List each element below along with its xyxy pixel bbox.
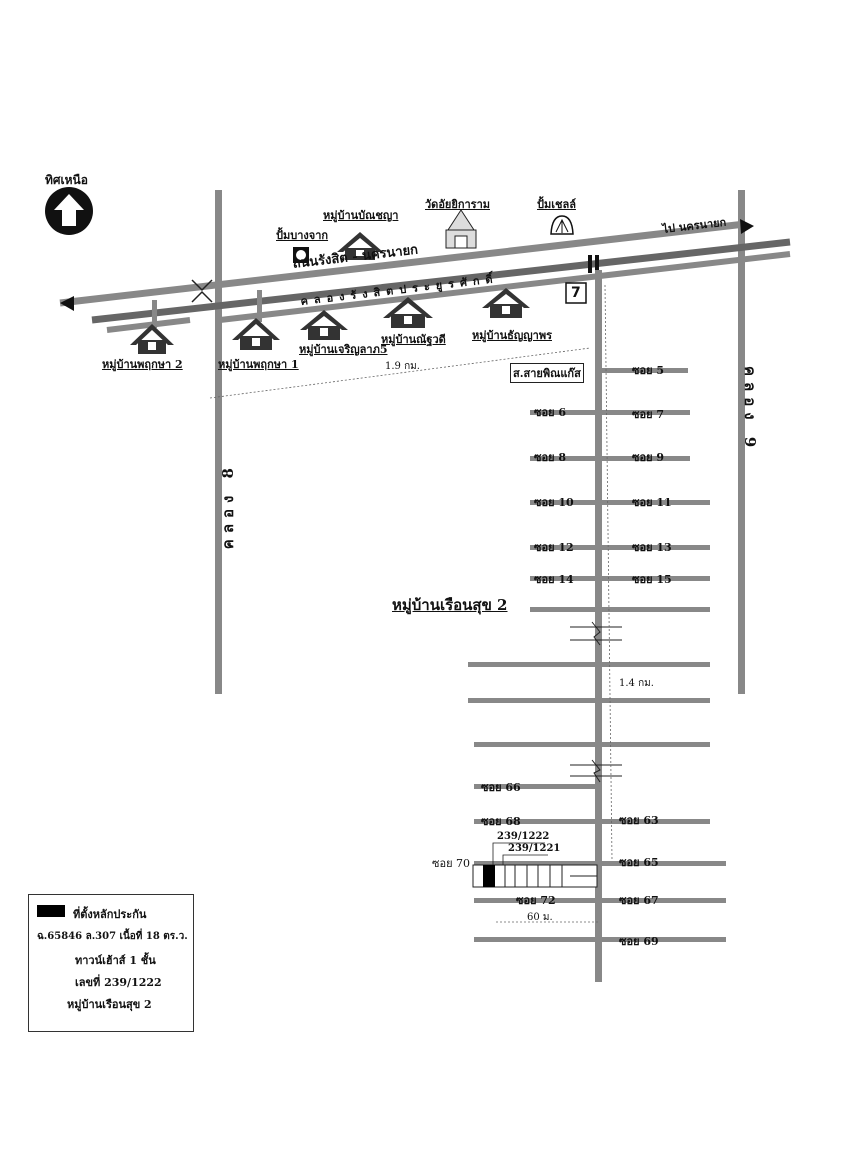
shell-icon bbox=[550, 215, 574, 235]
soi-67-label: ซอย 67 bbox=[619, 894, 659, 907]
plot-leader-2 bbox=[502, 854, 548, 865]
canal-8-label: คลอง 8 bbox=[219, 462, 237, 550]
soi-68-label: ซอย 68 bbox=[481, 815, 521, 828]
legend-swatch bbox=[37, 905, 65, 917]
canal-9-road bbox=[738, 190, 745, 694]
village-banchaya-label: หมู่บ้านบัณชญา bbox=[323, 209, 399, 222]
arrow-east bbox=[740, 219, 754, 234]
canal-9-label: คลอง 9 bbox=[741, 366, 759, 454]
spur-pruksa2 bbox=[152, 300, 157, 328]
arrow-west bbox=[60, 296, 74, 311]
soi-9-label: ซอย 9 bbox=[632, 451, 665, 464]
spur-road-pruksa2 bbox=[106, 317, 191, 333]
distance-2-label: 1.4 กม. bbox=[619, 678, 654, 689]
seven-eleven-label: 7 bbox=[571, 285, 581, 301]
north-label: ทิศเหนือ bbox=[45, 173, 88, 187]
temple-icon bbox=[445, 209, 477, 249]
soi-70-label: ซอย 70 bbox=[432, 857, 471, 870]
north-arrow-icon bbox=[45, 187, 93, 235]
soi-11-label: ซอย 11 bbox=[632, 496, 672, 509]
canal-line bbox=[91, 238, 791, 324]
soi-10-label: ซอย 10 bbox=[534, 496, 574, 509]
lower-road bbox=[219, 251, 791, 323]
break-symbol-1 bbox=[570, 621, 622, 646]
distance-3-label: 60 ม. bbox=[527, 912, 553, 923]
legend-line-3: เลขที่ 239/1222 bbox=[75, 976, 162, 989]
pump-bangchak-label: ปั้มบางจาก bbox=[276, 229, 329, 242]
legend-line-4: หมู่บ้านเรือนสุข 2 bbox=[67, 998, 152, 1011]
soi-13-label: ซอย 13 bbox=[632, 541, 672, 554]
soi-12-label: ซอย 12 bbox=[534, 541, 574, 554]
village-thanyaporn-label: หมู่บ้านธัญญาพร bbox=[472, 329, 552, 342]
soi-8-label: ซอย 8 bbox=[534, 451, 567, 464]
soi-65-label: ซอย 65 bbox=[619, 856, 659, 869]
soi-6-label: ซอย 6 bbox=[534, 406, 567, 419]
soi-14-label: ซอย 14 bbox=[534, 573, 574, 586]
distance-1-label: 1.9 กม. bbox=[385, 361, 420, 372]
plot-leader-1 bbox=[492, 842, 545, 865]
intersection-marker bbox=[191, 279, 213, 303]
soi-66-label: ซอย 66 bbox=[481, 781, 521, 794]
legend-title: ที่ตั้งหลักประกัน bbox=[73, 908, 147, 921]
house-icon bbox=[130, 232, 530, 354]
pump-shell-label: ปั้มเชลล์ bbox=[537, 198, 576, 211]
break-symbol-2 bbox=[570, 759, 622, 783]
soi-5-label: ซอย 5 bbox=[632, 364, 665, 377]
village-chayaruthi-label: หมู่บ้านณัฐวดี bbox=[381, 333, 446, 346]
village-main-label: หมู่บ้านเรือนสุข 2 bbox=[392, 596, 508, 614]
soi-72-label: ซอย 72 bbox=[516, 894, 556, 907]
side-sois bbox=[468, 368, 726, 942]
wat-label: วัดอัยยิการาม bbox=[425, 198, 490, 211]
legend-line-2: ทาวน์เฮ้าส์ 1 ชั้น bbox=[75, 954, 156, 967]
gas-shop-label: ส.สายพิณแก๊ส bbox=[510, 363, 584, 383]
soi-69-label: ซอย 69 bbox=[619, 935, 659, 948]
plot-239-1221-label: 239/1221 bbox=[508, 843, 561, 854]
soi-63-label: ซอย 63 bbox=[619, 814, 659, 827]
bridge-marker-2 bbox=[595, 255, 599, 273]
village-pruksa2-label: หมู่บ้านพฤกษา 2 bbox=[102, 358, 183, 371]
soi-15-label: ซอย 15 bbox=[632, 573, 672, 586]
soi-7-label: ซอย 7 bbox=[632, 408, 665, 421]
main-road bbox=[59, 220, 746, 307]
townhouse-block bbox=[472, 864, 598, 888]
plot-239-1222-label: 239/1222 bbox=[497, 831, 550, 842]
seven-eleven-icon bbox=[565, 282, 587, 304]
legend-line-1: ฉ.65846 ล.307 เนื้อที่ 18 ตร.ว. bbox=[37, 931, 188, 942]
legend-box: ที่ตั้งหลักประกัน ฉ.65846 ล.307 เนื้อที่… bbox=[28, 894, 194, 1032]
village-charoenlap-label: หมู่บ้านเจริญลาภ5 bbox=[299, 343, 388, 356]
spur-pruksa1 bbox=[257, 290, 262, 322]
bridge-marker bbox=[588, 255, 592, 273]
canal-8-road bbox=[215, 190, 222, 694]
village-pruksa1-label: หมู่บ้านพฤกษา 1 bbox=[218, 358, 299, 371]
main-soi bbox=[595, 270, 602, 982]
bangchak-pump-icon bbox=[293, 247, 309, 263]
house-window-icon bbox=[148, 250, 510, 350]
